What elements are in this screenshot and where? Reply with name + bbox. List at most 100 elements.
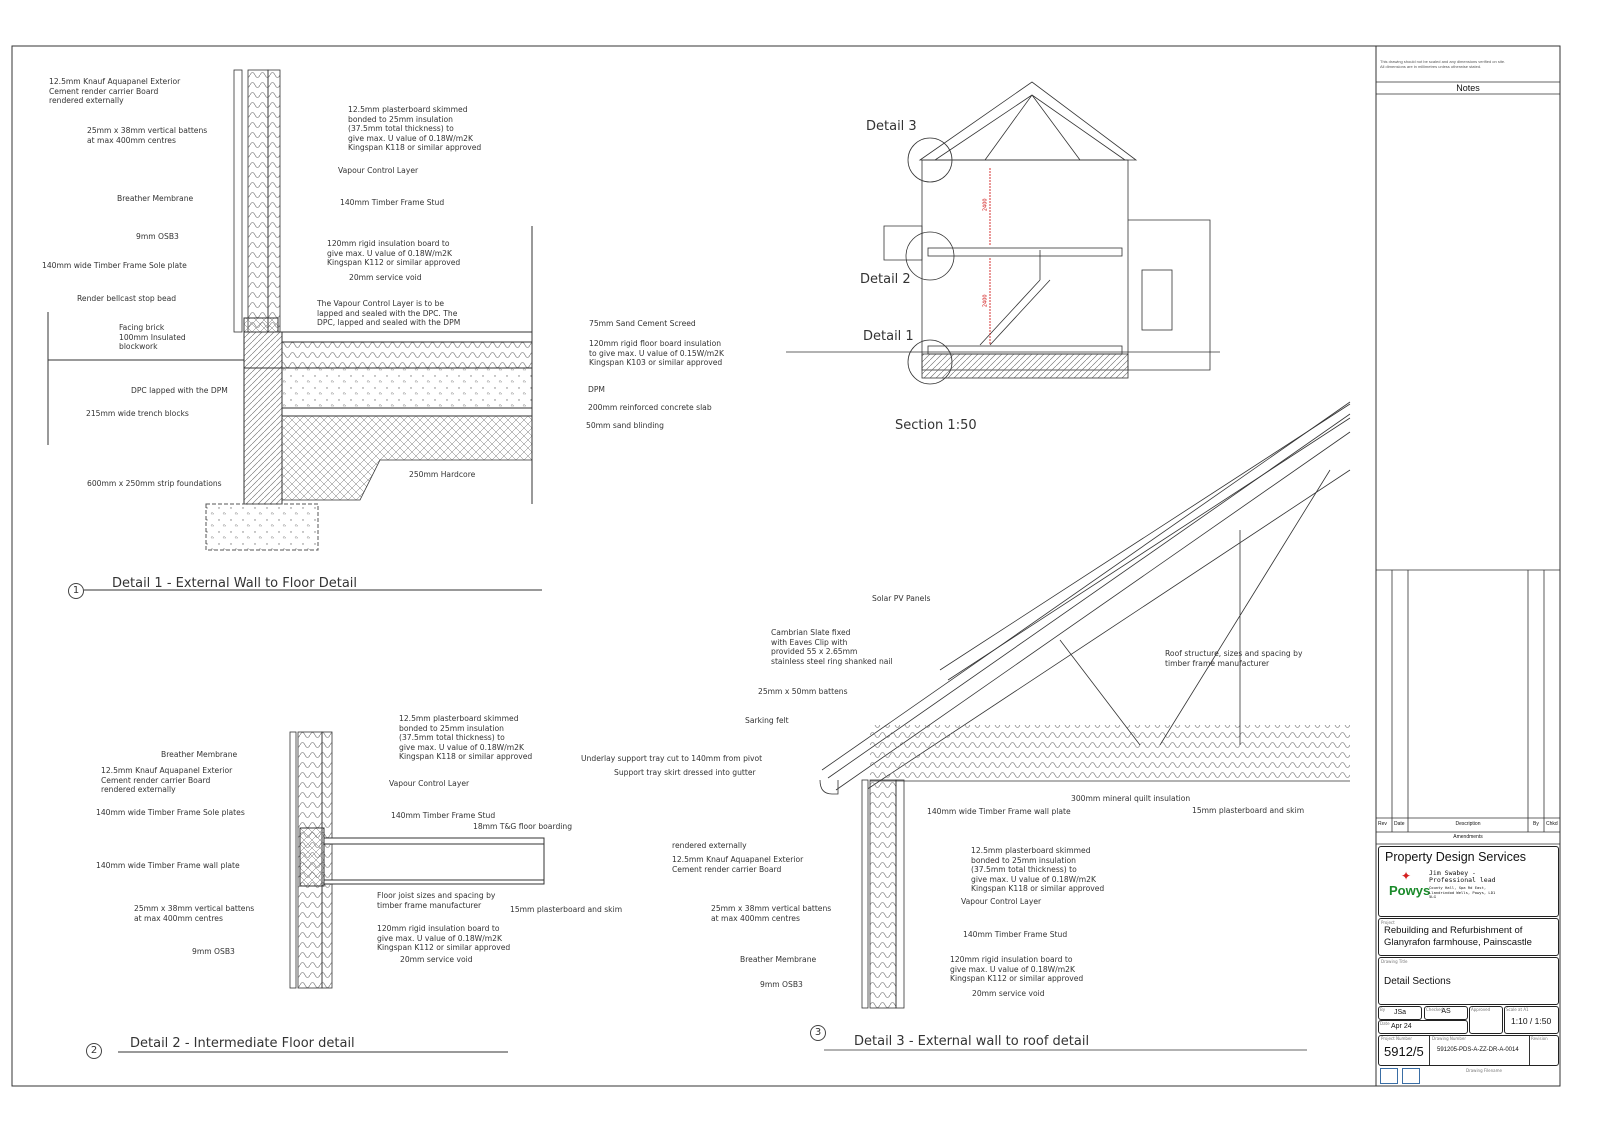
d2-label-ceiling: 15mm plasterboard and skim bbox=[510, 905, 623, 914]
tb-date: Apr 24 bbox=[1391, 1023, 1412, 1030]
d1-label-blinding: 50mm sand blinding bbox=[586, 421, 664, 430]
detail1-title: Detail 1 - External Wall to Floor Detail bbox=[112, 576, 358, 591]
tb-numbers-box: Project Number 5912/5 Drawing Number 591… bbox=[1378, 1035, 1559, 1066]
section-callout-detail1: Detail 1 bbox=[863, 329, 914, 344]
d1-label-breather: Breather Membrane bbox=[117, 194, 194, 203]
d1-label-foundation: 600mm x 250mm strip foundations bbox=[87, 479, 222, 488]
d2-label-stud: 140mm Timber Frame Stud bbox=[391, 811, 496, 820]
detail3-drawing bbox=[819, 401, 1351, 1051]
d3-label-slate: Cambrian Slate fixed with Eaves Clip wit… bbox=[771, 628, 893, 666]
d3-label-vbattens: 25mm x 38mm vertical battens at max 400m… bbox=[711, 904, 832, 923]
d1-label-render-board: 12.5mm Knauf Aquapanel Exterior Cement r… bbox=[49, 77, 181, 106]
d2-label-osb: 9mm OSB3 bbox=[192, 947, 235, 956]
detail3-title: Detail 3 - External wall to roof detail bbox=[854, 1034, 1090, 1049]
d3-label-stud: 140mm Timber Frame Stud bbox=[963, 930, 1068, 939]
d2-label-joists: Floor joist sizes and spacing by timber … bbox=[377, 891, 496, 910]
tb-approved-label: Approved bbox=[1471, 1007, 1491, 1012]
tb-date-label: Date bbox=[1380, 1021, 1390, 1026]
d2-label-soleplates: 140mm wide Timber Frame Sole plates bbox=[96, 808, 245, 817]
tb-project: Rebuilding and Refurbishment of Glanyraf… bbox=[1384, 925, 1532, 948]
d1-label-bellcast: Render bellcast stop bead bbox=[77, 294, 177, 303]
d3-label-ceiling: 15mm plasterboard and skim bbox=[1192, 806, 1305, 815]
tb-amendments-heading: Amendments bbox=[1453, 834, 1483, 840]
d3-label-breather: Breather Membrane bbox=[740, 955, 817, 964]
tb-title-label: Drawing Title bbox=[1381, 959, 1408, 964]
tb-by: JSa bbox=[1393, 1009, 1407, 1016]
d2-label-vcl: Vapour Control Layer bbox=[389, 779, 470, 788]
detail2-drawing bbox=[118, 731, 545, 1053]
tb-disclaimer: This drawing should not be scaled and an… bbox=[1380, 59, 1506, 69]
d3-label-tray: Underlay support tray cut to 140mm from … bbox=[581, 754, 763, 763]
d1-label-soleplate: 140mm wide Timber Frame Sole plate bbox=[42, 261, 187, 270]
red-kite-icon: ✦ bbox=[1401, 869, 1412, 883]
d1-label-dpc: DPC lapped with the DPM bbox=[131, 386, 228, 395]
d1-label-vcl-note: The Vapour Control Layer is to be lapped… bbox=[317, 299, 461, 328]
detail1-number: 1 bbox=[68, 583, 84, 599]
tb-project-number-label: Project Number bbox=[1381, 1036, 1413, 1041]
tb-approved-box: Approved bbox=[1469, 1006, 1503, 1034]
detail2-title: Detail 2 - Intermediate Floor detail bbox=[130, 1036, 355, 1051]
d1-label-dpm: DPM bbox=[588, 385, 605, 394]
tb-scale-box: Scale at A1 1:10 / 1:50 bbox=[1504, 1006, 1559, 1034]
d3-label-void: 20mm service void bbox=[972, 989, 1045, 998]
d1-label-stud: 140mm Timber Frame Stud bbox=[340, 198, 445, 207]
accreditation-logo-1 bbox=[1380, 1068, 1398, 1084]
tb-scale: 1:10 / 1:50 bbox=[1511, 1016, 1552, 1026]
titleblock-lines bbox=[1376, 81, 1560, 845]
tb-drawing-number-label: Drawing Number bbox=[1432, 1036, 1466, 1041]
tb-title-box: Drawing Title Detail Sections bbox=[1378, 957, 1559, 1005]
d2-label-breather: Breather Membrane bbox=[161, 750, 238, 759]
tb-checked: AS bbox=[1441, 1008, 1451, 1015]
tb-project-box: Project Rebuilding and Refurbishment of … bbox=[1378, 918, 1559, 956]
tb-project-number: 5912/5 bbox=[1384, 1044, 1424, 1059]
d3-label-vcl: Vapour Control Layer bbox=[961, 897, 1042, 906]
tb-project-label: Project bbox=[1381, 920, 1395, 925]
d2-label-plasterboard: 12.5mm plasterboard skimmed bonded to 25… bbox=[399, 714, 533, 762]
tb-col-rev: Rev bbox=[1378, 821, 1387, 827]
d3-label-plasterboard: 12.5mm plasterboard skimmed bonded to 25… bbox=[971, 846, 1105, 894]
d1-label-battens: 25mm x 38mm vertical battens at max 400m… bbox=[87, 126, 208, 145]
d3-label-quilt: 300mm mineral quilt insulation bbox=[1071, 794, 1191, 803]
tb-lead: Jim Swabey - Professional lead bbox=[1429, 869, 1496, 884]
tb-by-label: By bbox=[1380, 1007, 1386, 1012]
tb-drawing-number: 591205-PDS-A-ZZ-DR-A-0014 bbox=[1437, 1047, 1519, 1053]
d1-label-insulation: 120mm rigid insulation board to give max… bbox=[327, 239, 461, 268]
tb-by-box: By JSa bbox=[1378, 1006, 1422, 1020]
detail2-number: 2 bbox=[86, 1043, 102, 1059]
d3-label-pv: Solar PV Panels bbox=[872, 594, 931, 603]
tb-address: County Hall, Spa Rd East, Llandrindod We… bbox=[1429, 885, 1496, 899]
powys-logo: Powys bbox=[1389, 883, 1431, 898]
tb-company: Property Design Services bbox=[1385, 850, 1527, 864]
section-title: Section 1:50 bbox=[895, 418, 977, 433]
d3-label-wallplate: 140mm wide Timber Frame wall plate bbox=[927, 807, 1071, 816]
d2-label-floorboarding: 18mm T&G floor boarding bbox=[473, 822, 573, 831]
tb-col-chkd: Chkd bbox=[1546, 821, 1558, 827]
d1-label-hardcore: 250mm Hardcore bbox=[409, 470, 476, 479]
d1-label-void: 20mm service void bbox=[349, 273, 422, 282]
tb-scale-label: Scale at A1 bbox=[1506, 1007, 1529, 1012]
d2-label-render-board: 12.5mm Knauf Aquapanel Exterior Cement r… bbox=[101, 766, 233, 795]
d2-label-wallplate: 140mm wide Timber Frame wall plate bbox=[96, 861, 240, 870]
accreditation-logo-2 bbox=[1402, 1068, 1420, 1084]
d1-label-plasterboard: 12.5mm plasterboard skimmed bonded to 25… bbox=[348, 105, 482, 153]
d1-label-brick: Facing brick 100mm Insulated blockwork bbox=[119, 323, 186, 352]
detail1-drawing bbox=[47, 69, 542, 591]
d3-label-roof-structure: Roof structure, sizes and spacing by tim… bbox=[1165, 649, 1303, 668]
d1-label-slab: 200mm reinforced concrete slab bbox=[588, 403, 712, 412]
d1-label-trench: 215mm wide trench blocks bbox=[86, 409, 189, 418]
section-callout-detail2: Detail 2 bbox=[860, 272, 911, 287]
d2-label-void: 20mm service void bbox=[400, 955, 473, 964]
tb-checked-box: Checked AS bbox=[1424, 1006, 1468, 1020]
d1-label-screed: 75mm Sand Cement Screed bbox=[589, 319, 696, 328]
tb-col-description: Description bbox=[1455, 821, 1481, 827]
d3-label-osb: 9mm OSB3 bbox=[760, 980, 803, 989]
d1-label-osb: 9mm OSB3 bbox=[136, 232, 179, 241]
tb-col-date: Date bbox=[1394, 821, 1405, 827]
d3-label-rendered: rendered externally bbox=[672, 841, 747, 850]
d3-label-insulation: 120mm rigid insulation board to give max… bbox=[950, 955, 1084, 984]
section-callout-detail3: Detail 3 bbox=[866, 119, 917, 134]
d3-label-skirt: Support tray skirt dressed into gutter bbox=[614, 768, 756, 777]
tb-checked-label: Checked bbox=[1426, 1007, 1444, 1012]
d2-label-battens: 25mm x 38mm vertical battens at max 400m… bbox=[134, 904, 255, 923]
